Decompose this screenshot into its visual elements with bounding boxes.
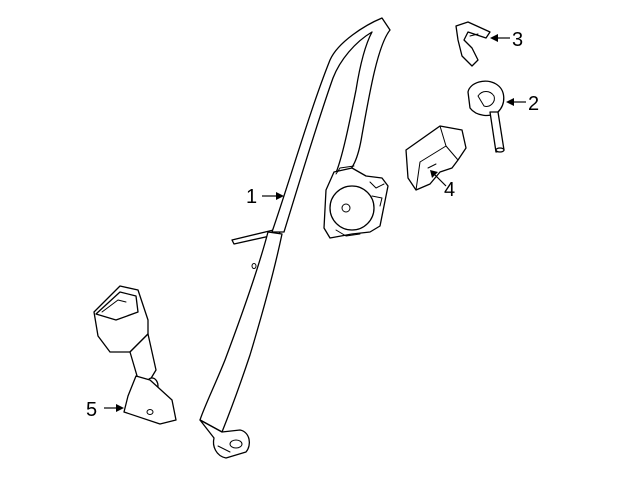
arrow-5 [116, 404, 124, 412]
arrow-1 [276, 192, 284, 200]
callout-5: 5 [86, 399, 97, 421]
arrow-2 [506, 98, 514, 106]
seat-belt-webbing [199, 17, 391, 459]
callout-3: 3 [512, 29, 523, 51]
callout-4: 4 [444, 179, 455, 201]
seat-belt-buckle [93, 285, 177, 425]
callout-1: 1 [246, 186, 257, 208]
belt-clip [455, 21, 491, 67]
callout-labels: 1 2 3 4 5 [86, 29, 539, 421]
arrow-4 [430, 170, 438, 178]
belt-guide-loop [467, 80, 505, 153]
callout-2: 2 [528, 93, 539, 115]
retractor-cover [405, 125, 467, 191]
arrow-3 [490, 34, 498, 42]
leader-4 [433, 173, 447, 187]
leader-lines [104, 34, 526, 412]
seat-belt-retractor [323, 165, 389, 239]
